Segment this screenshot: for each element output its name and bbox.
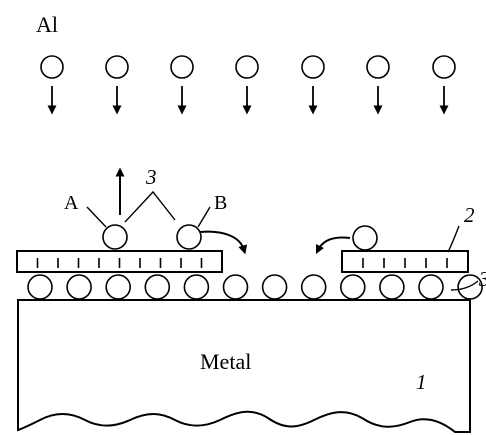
surface-atom [261,274,288,300]
surface-atom [144,274,171,300]
leader-3-right [450,280,479,291]
film-island-left [16,250,223,273]
metal-substrate [17,299,471,433]
label-surface-3: 3 [478,267,486,291]
leader-a [86,206,107,228]
surface-atom [457,274,483,300]
surface-atom [222,274,249,300]
adatom-a [102,224,128,250]
incoming-atom [170,55,194,79]
adatom-right [352,225,378,251]
incoming-atom [366,55,390,79]
surface-atom [300,274,327,300]
incoming-atom [301,55,325,79]
surface-layer-atoms [27,274,483,300]
incoming-atom [105,55,129,79]
adatom-b [176,224,202,250]
leader-3-top [124,190,176,223]
incoming-atom [432,55,456,79]
label-metal: Metal [200,349,251,374]
label-film-2: 2 [464,203,475,227]
surface-atom [27,274,53,300]
incoming-atom [40,55,64,79]
incoming-atom [235,55,259,79]
film-island-right [341,250,469,273]
surface-atom [105,274,131,300]
surface-atom [183,274,210,300]
diffusion-arrow-right [199,230,248,255]
leader-b [197,206,211,228]
incoming-atoms [40,55,456,115]
label-a: A [64,192,79,214]
surface-atom [418,274,444,300]
element-label: Al [36,12,58,37]
label-substrate-1: 1 [416,370,427,394]
surface-atom [66,274,92,300]
surface-atom [339,274,366,300]
surface-atom [379,274,405,300]
leader-2 [447,225,460,253]
diffusion-arrow-left [315,236,351,255]
label-b: B [214,192,227,214]
label-adatom-3: 3 [145,165,157,189]
